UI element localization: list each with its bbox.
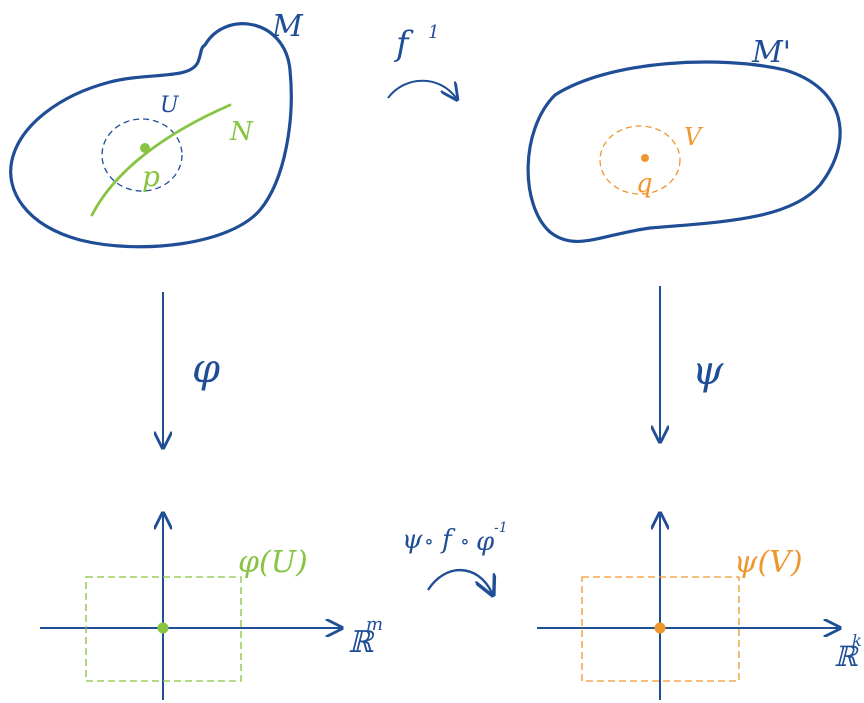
- label-m-prime: M': [751, 35, 791, 70]
- label-m: M: [271, 9, 304, 44]
- label-r-k-sup: k: [852, 631, 862, 650]
- label-r-m: ℝ: [348, 625, 375, 660]
- arrow-f: [387, 79, 456, 98]
- label-f-sup: 1: [428, 22, 439, 43]
- arrow-composite: [426, 568, 492, 593]
- label-r-m-sup: m: [366, 614, 383, 635]
- label-composite-phi: φ: [476, 527, 495, 557]
- label-n: N: [229, 117, 254, 147]
- label-phi: φ: [192, 346, 220, 392]
- manifold-m-prime-outline: [526, 60, 842, 243]
- label-composite-phi-sup: -1: [494, 520, 508, 536]
- manifold-m-outline: [9, 22, 293, 249]
- image-psi-v-box: [581, 576, 740, 682]
- neighborhood-u: [101, 118, 183, 192]
- point-psi-q: [654, 622, 666, 634]
- label-phi-u: φ(U): [238, 545, 308, 580]
- submanifold-n-curve: [90, 103, 232, 217]
- label-v: V: [684, 123, 704, 151]
- label-composite-f: f: [440, 525, 456, 555]
- label-composite-dot-2: ∘: [460, 529, 470, 553]
- point-q: [641, 154, 649, 162]
- label-composite-psi: ψ: [402, 525, 423, 555]
- label-q: q: [636, 169, 653, 199]
- label-u: U: [160, 93, 180, 118]
- neighborhood-v: [599, 125, 681, 195]
- point-p: [140, 143, 150, 153]
- image-phi-u-box: [85, 576, 242, 682]
- label-psi: ψ: [692, 348, 724, 394]
- label-r-k: ℝ: [834, 640, 859, 673]
- label-psi-v: ψ(V): [734, 545, 803, 580]
- label-composite-dot-1: ∘: [424, 529, 434, 553]
- label-p: p: [142, 160, 160, 193]
- label-f: f: [393, 24, 414, 64]
- point-phi-p: [157, 622, 169, 634]
